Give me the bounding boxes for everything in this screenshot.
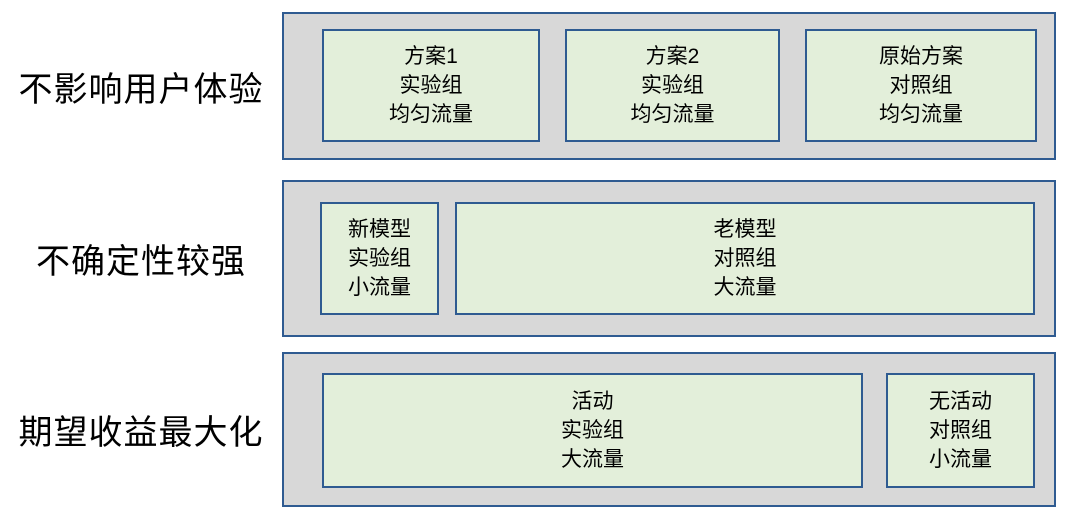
- row-label-no-ux-impact: 不影响用户体验: [18, 70, 264, 109]
- scheme1-experiment-box: 方案1 实验组 均匀流量: [322, 29, 540, 142]
- no-activity-control-box: 无活动 对照组 小流量: [886, 373, 1035, 488]
- row-label-maximize-revenue: 期望收益最大化: [18, 414, 264, 452]
- original-scheme-control-box: 原始方案 对照组 均匀流量: [805, 29, 1037, 142]
- box-line-group: 对照组: [889, 74, 953, 97]
- box-line-traffic: 小流量: [929, 448, 992, 471]
- row-label-high-uncertainty: 不确定性较强: [36, 243, 246, 281]
- box-line-title: 无活动: [929, 390, 992, 413]
- box-line-title: 老模型: [713, 218, 777, 241]
- box-line-traffic: 均匀流量: [879, 103, 963, 126]
- box-line-traffic: 小流量: [348, 276, 411, 299]
- traffic-container-row3: 活动 实验组 大流量 无活动 对照组 小流量: [282, 352, 1056, 507]
- box-line-title: 方案2: [645, 45, 700, 68]
- box-line-group: 对照组: [929, 419, 992, 442]
- box-line-traffic: 大流量: [713, 276, 777, 299]
- box-line-traffic: 均匀流量: [630, 103, 715, 126]
- box-line-traffic: 均匀流量: [389, 103, 473, 126]
- new-model-experiment-box: 新模型 实验组 小流量: [320, 202, 439, 315]
- box-line-group: 对照组: [713, 247, 777, 270]
- box-line-title: 原始方案: [879, 45, 963, 68]
- box-line-title: 活动: [571, 390, 614, 413]
- old-model-control-box: 老模型 对照组 大流量: [455, 202, 1035, 315]
- box-line-group: 实验组: [348, 247, 411, 270]
- box-line-group: 实验组: [641, 74, 704, 97]
- box-line-title: 新模型: [348, 218, 411, 241]
- box-line-group: 实验组: [399, 74, 463, 97]
- traffic-container-row2: 新模型 实验组 小流量 老模型 对照组 大流量: [282, 180, 1056, 337]
- traffic-container-row1: 方案1 实验组 均匀流量 方案2 实验组 均匀流量 原始方案 对照组 均匀流量: [282, 12, 1056, 160]
- box-line-title: 方案1: [404, 45, 458, 68]
- activity-experiment-box: 活动 实验组 大流量: [322, 373, 863, 488]
- box-line-group: 实验组: [561, 419, 624, 442]
- box-line-traffic: 大流量: [561, 448, 624, 471]
- scheme2-experiment-box: 方案2 实验组 均匀流量: [565, 29, 780, 142]
